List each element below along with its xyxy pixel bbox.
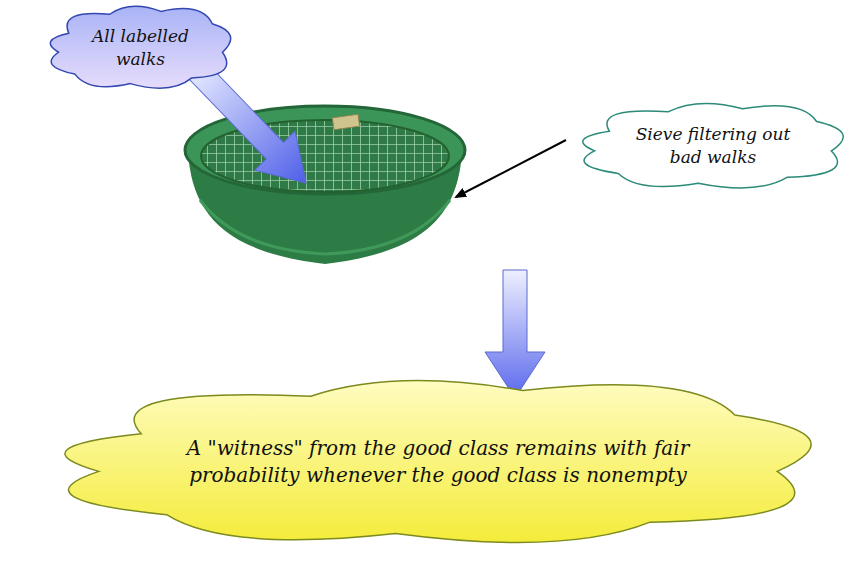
- bowl-tag: [332, 114, 359, 130]
- bowl-rim: [185, 106, 465, 194]
- cloud-callout: All labelled walks: [38, 0, 243, 95]
- cloud-shape: [14, 368, 862, 556]
- cloud-text: All labelled walks: [86, 25, 195, 71]
- sieve-mesh: [201, 120, 449, 192]
- cloud-shape: [565, 97, 861, 195]
- output-arrow: [485, 270, 545, 398]
- cloud-shape: [38, 0, 243, 95]
- cloud-callout: Sieve filtering out bad walks: [565, 97, 861, 195]
- pointer-arrow: [456, 140, 566, 197]
- bowl-shine: [200, 200, 450, 254]
- cloud-text: A "witness" from the good class remains …: [144, 435, 732, 489]
- sieve-illustration: [185, 106, 465, 264]
- cloud-callout: A "witness" from the good class remains …: [14, 368, 862, 556]
- cloud-text: Sieve filtering out bad walks: [627, 123, 799, 169]
